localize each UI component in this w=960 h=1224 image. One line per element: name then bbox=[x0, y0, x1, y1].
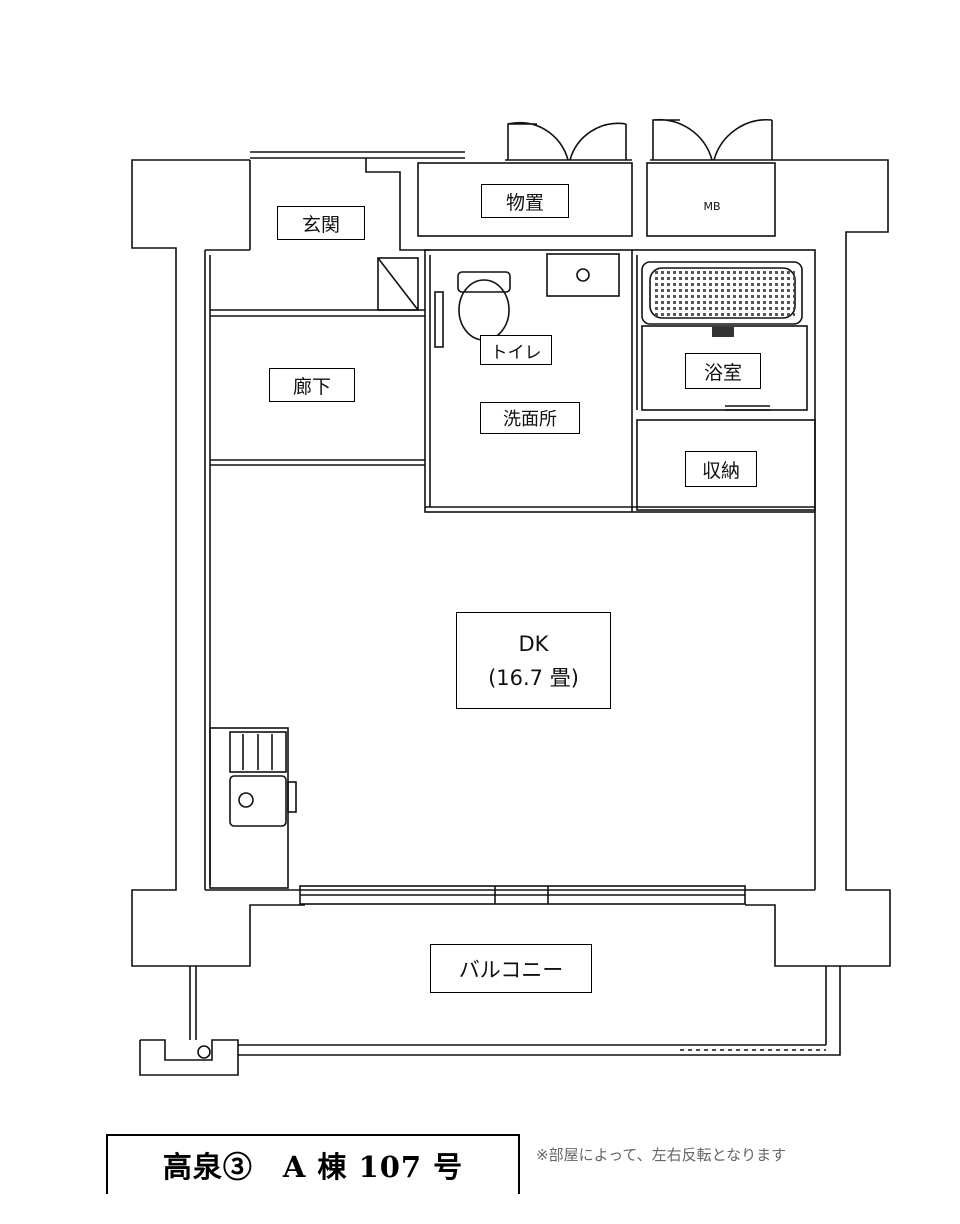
closet-label: 収納 bbox=[685, 451, 757, 487]
reversal-note: ※部屋によって、左右反転となります bbox=[536, 1146, 787, 1164]
storage-area bbox=[417, 162, 633, 237]
kitchen-counter bbox=[209, 727, 289, 889]
mb-area bbox=[646, 162, 776, 237]
mb-label: MB bbox=[703, 199, 721, 213]
closet-area bbox=[636, 419, 816, 511]
hallway-label: 廊下 bbox=[269, 368, 355, 402]
entrance-label: 玄関 bbox=[277, 206, 365, 240]
dk-name: DK bbox=[518, 631, 549, 656]
toilet-bowl bbox=[458, 279, 510, 341]
left-outer-wall bbox=[131, 159, 305, 967]
toilet-tank bbox=[457, 271, 511, 293]
storage-door-left bbox=[507, 121, 569, 161]
utility-block bbox=[424, 249, 816, 513]
mb-door-left bbox=[652, 118, 713, 161]
bathroom-label: 浴室 bbox=[685, 353, 761, 389]
balcony-rail bbox=[139, 966, 841, 1076]
right-outer-wall bbox=[745, 159, 891, 967]
kitchen-sink bbox=[229, 775, 287, 827]
wash-basin bbox=[546, 253, 620, 297]
bathtub bbox=[641, 261, 803, 325]
dk-label: DK (16.7 畳) bbox=[456, 612, 611, 709]
storage-label: 物置 bbox=[481, 184, 569, 218]
mb-door-right bbox=[713, 118, 773, 161]
dk-size: (16.7 畳) bbox=[488, 665, 579, 690]
balcony-label: バルコニー bbox=[430, 944, 592, 993]
property-title: 高泉③ A 棟 107 号 bbox=[106, 1134, 520, 1194]
toilet-label: トイレ bbox=[480, 335, 552, 365]
storage-door-right bbox=[569, 122, 627, 161]
washroom-label: 洗面所 bbox=[480, 402, 580, 434]
